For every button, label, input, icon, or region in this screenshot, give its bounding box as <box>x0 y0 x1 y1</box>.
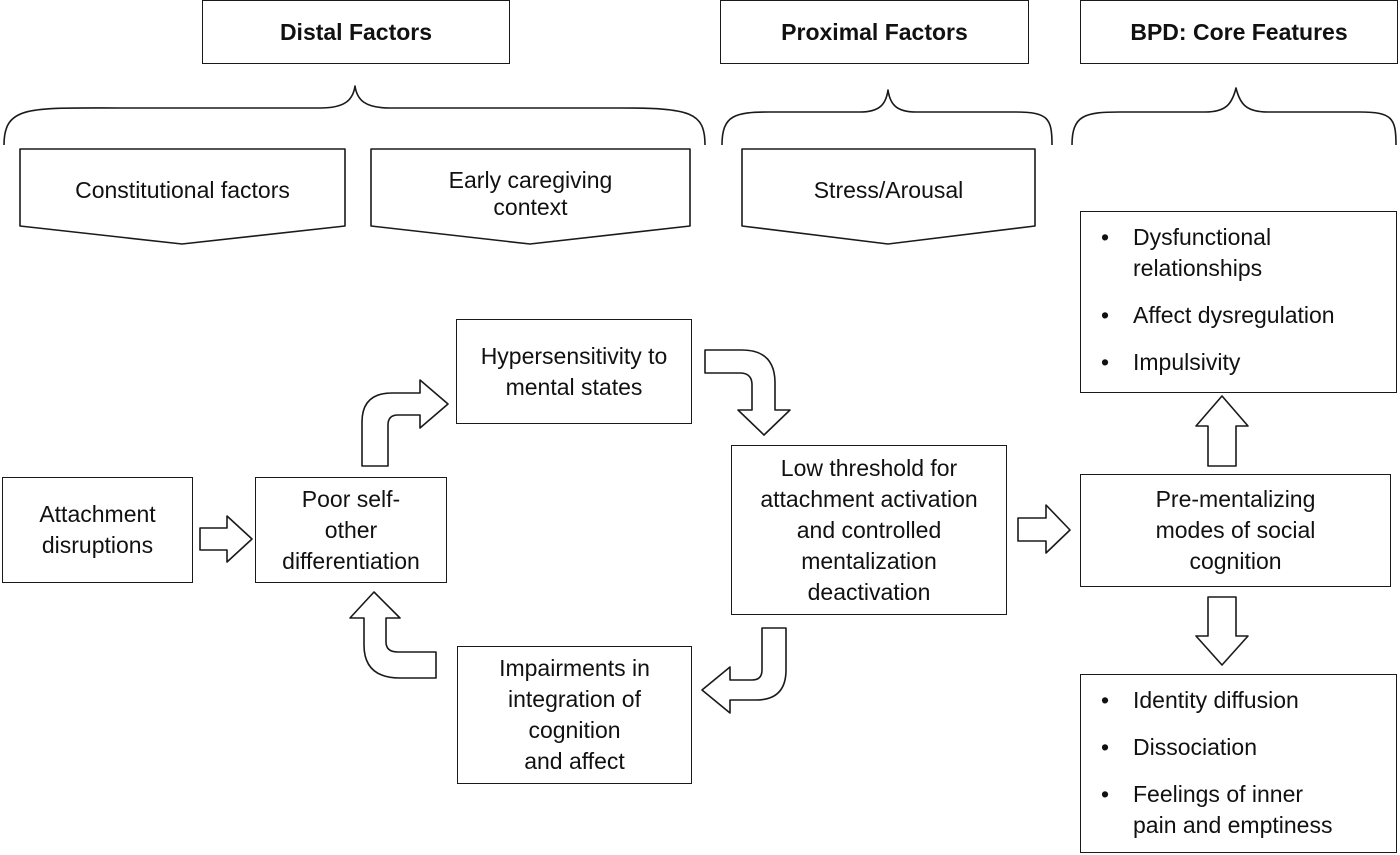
distal-brace <box>3 85 706 146</box>
feature-text: Affect dysregulation <box>1133 302 1335 328</box>
list-item: • Impulsivity <box>1101 347 1384 378</box>
feature-text: Dysfunctional relationships <box>1133 224 1272 281</box>
list-item: • Dissociation <box>1101 732 1384 763</box>
arrow-threshold-to-impair <box>701 627 787 714</box>
constitutional-factors-label: Constitutional factors <box>75 176 290 203</box>
arrow-self-to-hyper-body <box>361 379 449 467</box>
low-threshold-node: Low threshold for attachment activation … <box>731 445 1007 615</box>
feature-text: Feelings of inner pain and emptiness <box>1133 781 1333 838</box>
list-item: • Affect dysregulation <box>1101 300 1384 331</box>
arrow-impair-to-self <box>349 591 437 679</box>
bullet-icon: • <box>1101 349 1110 375</box>
feature-text: Dissociation <box>1133 734 1257 760</box>
core-features-bottom-list: • Identity diffusion • Dissociation • Feeli… <box>1080 674 1397 853</box>
bullet-icon: • <box>1101 224 1110 250</box>
attachment-disruptions-node: Attachment disruptions <box>2 477 193 583</box>
stress-shield <box>741 148 1036 245</box>
stress-arousal-label: Stress/Arousal <box>813 176 964 203</box>
arrow-premental-to-bottom <box>1195 596 1249 666</box>
proximal-brace <box>721 89 1053 146</box>
bpd-brace <box>1071 87 1397 146</box>
header-distal-factors: Distal Factors <box>202 0 510 64</box>
poor-self-other-node: Poor self- other differentiation <box>255 477 447 583</box>
feature-text: Impulsivity <box>1133 349 1241 375</box>
arrow-attachment-to-self <box>199 515 253 563</box>
list-item: • Dysfunctional relationships <box>1101 222 1384 284</box>
feature-text: Identity diffusion <box>1133 687 1299 713</box>
bullet-icon: • <box>1101 781 1110 807</box>
header-bpd-core-features: BPD: Core Features <box>1080 0 1398 64</box>
bullet-icon: • <box>1101 302 1110 328</box>
header-proximal-factors: Proximal Factors <box>720 0 1029 64</box>
bullet-icon: • <box>1101 734 1110 760</box>
pre-mentalizing-node: Pre-mentalizing modes of social cognitio… <box>1080 474 1391 587</box>
list-item: • Feelings of inner pain and emptiness <box>1101 779 1384 841</box>
constitutional-shield <box>19 148 346 245</box>
arrow-premental-to-top <box>1195 395 1249 467</box>
list-item: • Identity diffusion <box>1101 685 1384 716</box>
arrow-threshold-to-premental <box>1017 504 1071 554</box>
core-features-top-list: • Dysfunctional relationships • Affect dys… <box>1080 211 1397 393</box>
early-caregiving-label: Early caregiving context <box>448 167 613 220</box>
impairments-node: Impairments in integration of cognition … <box>457 646 692 784</box>
caregiving-shield <box>370 148 691 245</box>
hypersensitivity-node: Hypersensitivity to mental states <box>456 319 692 424</box>
bullet-icon: • <box>1101 687 1110 713</box>
arrow-hyper-to-threshold <box>704 349 791 436</box>
